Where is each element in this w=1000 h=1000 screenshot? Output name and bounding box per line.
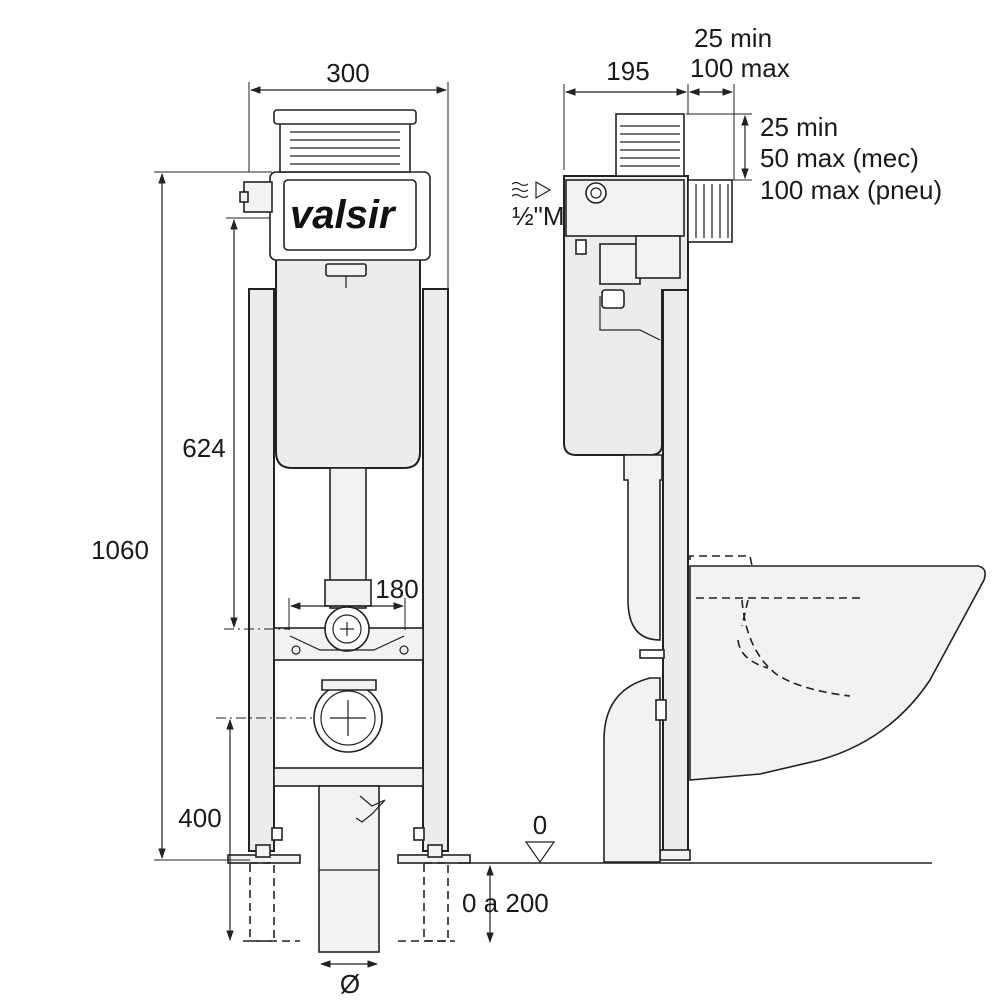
front-view: valsir (91, 58, 471, 999)
side-drain-bend (603, 677, 661, 863)
frame-right-post (422, 288, 449, 852)
side-button-module (687, 179, 733, 243)
frame-left-post (248, 288, 275, 852)
side-flush-pipe (623, 454, 663, 641)
foot-extension-left (249, 862, 275, 942)
plate-vertical-pneu: 100 max (pneu) (760, 175, 942, 205)
plate-vertical-min: 25 min (760, 112, 838, 142)
side-frame-post (662, 288, 689, 860)
floor-zero-label: 0 (533, 810, 547, 840)
height-dimension: 1060 (91, 535, 149, 565)
toilet-bowl-outline (689, 565, 986, 781)
plate-offset-max: 100 max (690, 53, 790, 83)
plate-offset-min: 25 min (694, 23, 772, 53)
frame-crossbar-lower (273, 767, 424, 787)
water-inlet-icon (511, 180, 552, 200)
drain-diameter-dimension: Ø (340, 969, 360, 999)
floor-zero-marker (524, 841, 556, 864)
depth-dimension: 195 (606, 56, 649, 86)
cistern-body (275, 257, 421, 469)
brand-logo: valsir (290, 193, 397, 237)
drain-height-dimension: 400 (178, 803, 221, 833)
flush-spacing-dimension: 180 (375, 574, 418, 604)
plate-vertical-mec: 50 max (mec) (760, 143, 919, 173)
side-flush-plate (615, 113, 685, 177)
side-view: 195 25 min 100 max 25 min 50 max (mec) 1… (458, 23, 986, 944)
foot-extension-right (423, 862, 449, 942)
foot-adjust-dimension: 0 a 200 (462, 888, 549, 918)
water-inlet-size: ½"M (512, 201, 565, 231)
width-dimension: 300 (326, 58, 369, 88)
drain-pipe-lower (318, 785, 380, 953)
cistern-height-dimension: 624 (182, 433, 225, 463)
